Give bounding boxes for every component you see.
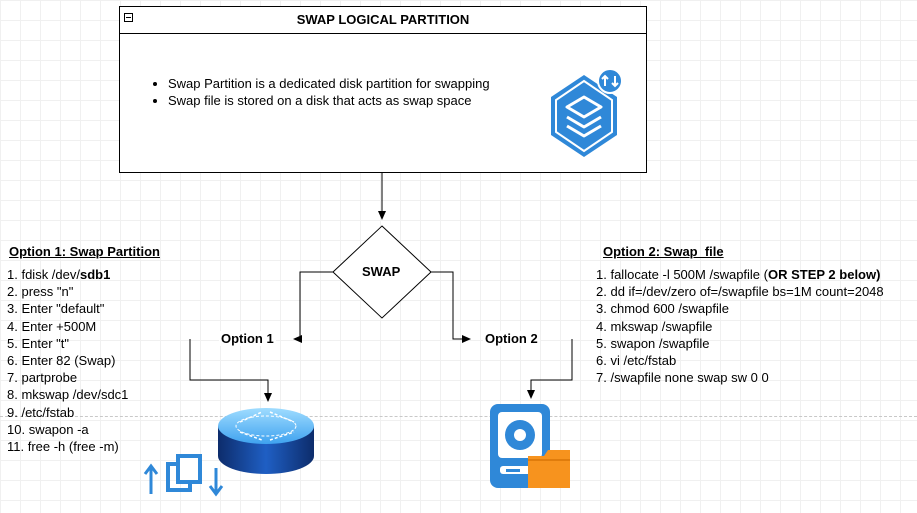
step-item: 4. mkswap /swapfile — [596, 318, 884, 335]
option2-edge-label: Option 2 — [483, 331, 540, 346]
container-bullets: Swap Partition is a dedicated disk parti… — [150, 75, 490, 109]
step-text: swapon -a — [28, 421, 89, 437]
step-item: 7. partprobe — [7, 369, 128, 386]
edge-option2-to-swapfile — [527, 339, 573, 399]
step-text: fallocate -l 500M /swapfile ( — [610, 267, 768, 282]
option2-steps: 1. fallocate -l 500M /swapfile (OR STEP … — [596, 266, 884, 386]
swap-decision-diamond — [332, 225, 432, 319]
step-number: 1. — [596, 267, 611, 282]
step-number: 6. — [7, 353, 22, 369]
step-number: 1. — [7, 267, 22, 282]
step-bold-text: OR STEP 2 below) — [767, 267, 881, 282]
step-number: 10. — [7, 421, 29, 437]
edge-swap-to-option1 — [293, 271, 333, 343]
step-number: 4. — [7, 318, 22, 334]
step-number: 8. — [7, 387, 22, 403]
step-item: 2. press "n" — [7, 283, 128, 300]
edge-option1-to-partition — [189, 339, 272, 402]
step-number: 5. — [7, 335, 22, 351]
step-item: 11. free -h (free -m) — [7, 438, 128, 455]
edge-swap-to-option2 — [431, 271, 471, 343]
step-item: 3. Enter "default" — [7, 300, 128, 317]
step-text: press "n" — [21, 284, 74, 300]
step-text: mkswap /dev/sdc1 — [21, 387, 129, 403]
step-text: Enter +500M — [21, 318, 97, 334]
step-item: 7. /swapfile none swap sw 0 0 — [596, 369, 884, 386]
step-text: swapon /swapfile — [610, 335, 710, 351]
step-number: 2. — [596, 284, 611, 300]
step-text: /etc/fstab — [21, 404, 75, 420]
step-text: /swapfile none swap sw 0 0 — [610, 370, 769, 386]
step-number: 7. — [7, 370, 22, 386]
step-text: dd if=/dev/zero of=/swapfile bs=1M count… — [610, 284, 884, 300]
step-number: 6. — [596, 353, 611, 369]
step-number: 3. — [7, 301, 22, 317]
step-text: vi /etc/fstab — [610, 353, 677, 369]
step-text: free -h (free -m) — [27, 439, 119, 455]
step-text: partprobe — [21, 370, 78, 386]
disk-folder-icon — [490, 404, 570, 488]
step-number: 3. — [596, 301, 611, 317]
step-number: 2. — [7, 284, 22, 300]
step-text: Enter "default" — [21, 301, 105, 317]
step-item: 8. mkswap /dev/sdc1 — [7, 386, 128, 403]
step-item: 5. Enter "t" — [7, 335, 128, 352]
step-number: 7. — [596, 370, 611, 386]
step-number: 11. — [7, 439, 28, 455]
swap-partition-container[interactable]: SWAP LOGICAL PARTITION Swap Partition is… — [119, 6, 647, 173]
step-text: Enter 82 (Swap) — [21, 353, 116, 369]
step-item: 5. swapon /swapfile — [596, 335, 884, 352]
step-text: fdisk /dev/ — [21, 267, 80, 282]
container-header: SWAP LOGICAL PARTITION — [120, 7, 646, 34]
bullet-item: Swap Partition is a dedicated disk parti… — [168, 75, 490, 92]
step-item: 10. swapon -a — [7, 421, 128, 438]
step-item: 1. fallocate -l 500M /swapfile (OR STEP … — [596, 266, 884, 283]
step-item: 9. /etc/fstab — [7, 404, 128, 421]
step-item: 6. Enter 82 (Swap) — [7, 352, 128, 369]
swap-decision-label: SWAP — [362, 264, 401, 279]
step-number: 9. — [7, 404, 22, 420]
step-item: 4. Enter +500M — [7, 318, 128, 335]
step-text: chmod 600 /swapfile — [610, 301, 729, 317]
step-item: 2. dd if=/dev/zero of=/swapfile bs=1M co… — [596, 283, 884, 300]
layers-swap-icon — [551, 68, 623, 157]
step-number: 5. — [596, 335, 611, 351]
step-item: 6. vi /etc/fstab — [596, 352, 884, 369]
collapse-icon[interactable] — [124, 13, 133, 22]
step-item: 1. fdisk /dev/sdb1 — [7, 266, 128, 283]
page-break-line — [0, 416, 917, 417]
option2-title: Option 2: Swap_file — [603, 244, 724, 259]
container-title: SWAP LOGICAL PARTITION — [296, 12, 470, 27]
step-item: 3. chmod 600 /swapfile — [596, 300, 884, 317]
option1-title: Option 1: Swap Partition — [9, 244, 160, 259]
step-text: Enter "t" — [21, 335, 69, 351]
step-bold-text: sdb1 — [80, 267, 111, 282]
step-number: 4. — [596, 318, 611, 334]
step-text: mkswap /swapfile — [610, 318, 713, 334]
option1-edge-label: Option 1 — [219, 331, 276, 346]
bullet-item: Swap file is stored on a disk that acts … — [168, 92, 490, 109]
router-disk-icon — [218, 408, 314, 474]
copy-arrows-icon — [143, 454, 224, 497]
